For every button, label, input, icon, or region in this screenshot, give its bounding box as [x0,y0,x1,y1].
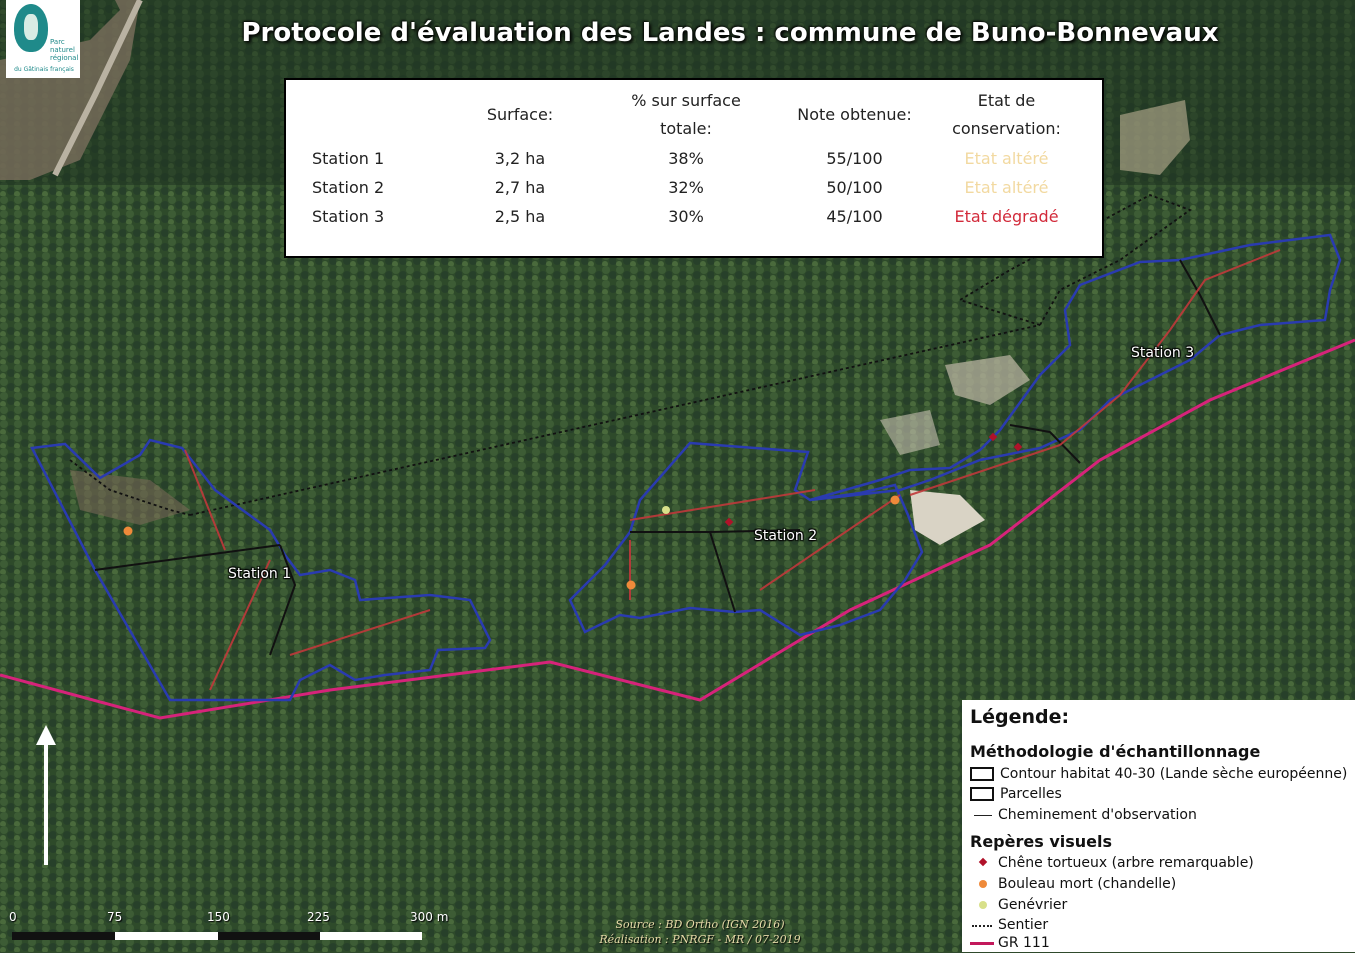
row-note: 55/100 [826,149,883,168]
row-percent: 32% [668,178,704,197]
cheminement-symbol-icon [970,809,992,821]
parcelles-symbol-icon [970,787,994,801]
sand-patch [910,490,985,545]
legend-item-label: Contour habitat 40-30 (Lande sèche europ… [1000,766,1348,782]
scale-label-300: 300 m [410,910,449,924]
scale-label-75: 75 [107,910,123,924]
sentier-dash-icon [970,919,992,931]
chene-marker [1013,442,1023,452]
header-note: Note obtenue: [797,105,912,124]
legend-item-label: GR 111 [998,935,1050,951]
stats-table: Surface: % sur surface totale: Note obte… [312,86,1070,231]
legend-methodologie-title: Méthodologie d'échantillonnage [970,742,1261,761]
row-surface: 2,7 ha [494,178,546,197]
legend-item-genevrier: Genévrier [970,895,1067,915]
row-percent: 30% [668,207,704,226]
header-etat: Etat de conservation: [952,91,1061,138]
station-1-label[interactable]: Station 1 [228,566,292,582]
logo-text: Parc naturel régional [50,38,79,62]
legend-reperes-title: Repères visuels [970,832,1112,851]
bouleau-marker [890,495,900,505]
legend-item-label: Genévrier [998,897,1068,913]
genevrier-dot-icon [970,899,992,911]
legend-title: Légende: [970,706,1070,728]
sand-patch-3 [880,410,940,455]
village-area [0,0,140,180]
legend-item-habitat: Contour habitat 40-30 (Lande sèche europ… [970,764,1347,784]
legend-item-bouleau: Bouleau mort (chandelle) [970,874,1176,894]
legend-item-label: Chêne tortueux (arbre remarquable) [998,855,1254,871]
logo-subtext: du Gâtinais français [14,66,74,73]
header-percent: % sur surface totale: [631,91,741,138]
cheminement-observation [184,249,1281,691]
legend-item-label: Cheminement d'observation [998,807,1197,823]
legend-item-cheminement: Cheminement d'observation [970,805,1197,825]
stats-table-box: Surface: % sur surface totale: Note obte… [284,78,1104,258]
sand-patch-2 [945,355,1030,405]
row-surface: 2,5 ha [494,207,546,226]
legend-item-sentier: Sentier [970,915,1048,935]
parc-logo-icon [14,4,48,52]
row-note: 45/100 [826,207,883,226]
gr111-line-icon [970,937,994,949]
station-3-label[interactable]: Station 3 [1131,345,1195,361]
row-etat: Etat altéré [964,178,1049,197]
stats-header-row: Surface: % sur surface totale: Note obte… [312,86,1070,144]
row-station: Station 2 [312,178,385,197]
chene-diamond-icon [970,857,992,869]
gr111-route [0,338,1355,720]
sentier-path [69,194,1192,516]
bouleau-marker [626,580,636,590]
row-station: Station 3 [312,207,385,226]
clearing [1120,100,1190,175]
scale-label-150: 150 [207,910,230,924]
habitat-symbol-icon [970,767,994,781]
map-title: Protocole d'évaluation des Landes : comm… [241,18,1219,48]
legend-item-label: Sentier [998,917,1049,933]
north-arrow-icon [36,725,56,865]
bouleau-marker [123,526,133,536]
header-surface: Surface: [486,105,554,124]
scale-label-225: 225 [307,910,330,924]
table-row: Station 1 3,2 ha 38% 55/100 Etat altéré [312,144,1070,173]
legend-item-label: Bouleau mort (chandelle) [998,876,1177,892]
bouleau-dot-icon [970,878,992,890]
parc-logo: Parc naturel régional du Gâtinais frança… [6,0,80,78]
source-credit: Source : BD Ortho (IGN 2016) Réalisation… [590,917,810,947]
station-2-label[interactable]: Station 2 [754,528,818,544]
chene-marker [724,517,734,527]
row-percent: 38% [668,149,704,168]
legend-item-label: Parcelles [1000,786,1062,802]
genevrier-marker [662,506,670,514]
legend-item-parcelles: Parcelles [970,784,1062,804]
row-note: 50/100 [826,178,883,197]
legend-item-gr111: GR 111 [970,933,1050,953]
parcelles-lines [94,259,1221,656]
legend-item-chene: Chêne tortueux (arbre remarquable) [970,853,1254,873]
scale-label-0: 0 [9,910,17,924]
lande-patch-1 [70,470,190,525]
legend: Légende: Méthodologie d'échantillonnage … [962,700,1355,952]
chene-marker [988,432,998,442]
header-station [312,86,434,144]
source-line-2: Réalisation : PNRGF - MR / 07-2019 [599,933,801,946]
source-line-1: Source : BD Ortho (IGN 2016) [615,918,785,931]
habitat-contour-station-1[interactable] [30,438,492,702]
habitat-contour-station-3[interactable] [809,233,1342,502]
row-station: Station 1 [312,149,385,168]
row-surface: 3,2 ha [494,149,546,168]
scale-bar [12,932,422,940]
row-etat: Etat altéré [964,149,1049,168]
row-etat: Etat dégradé [954,207,1059,226]
table-row: Station 3 2,5 ha 30% 45/100 Etat dégradé [312,202,1070,231]
table-row: Station 2 2,7 ha 32% 50/100 Etat altéré [312,173,1070,202]
road [52,0,143,177]
